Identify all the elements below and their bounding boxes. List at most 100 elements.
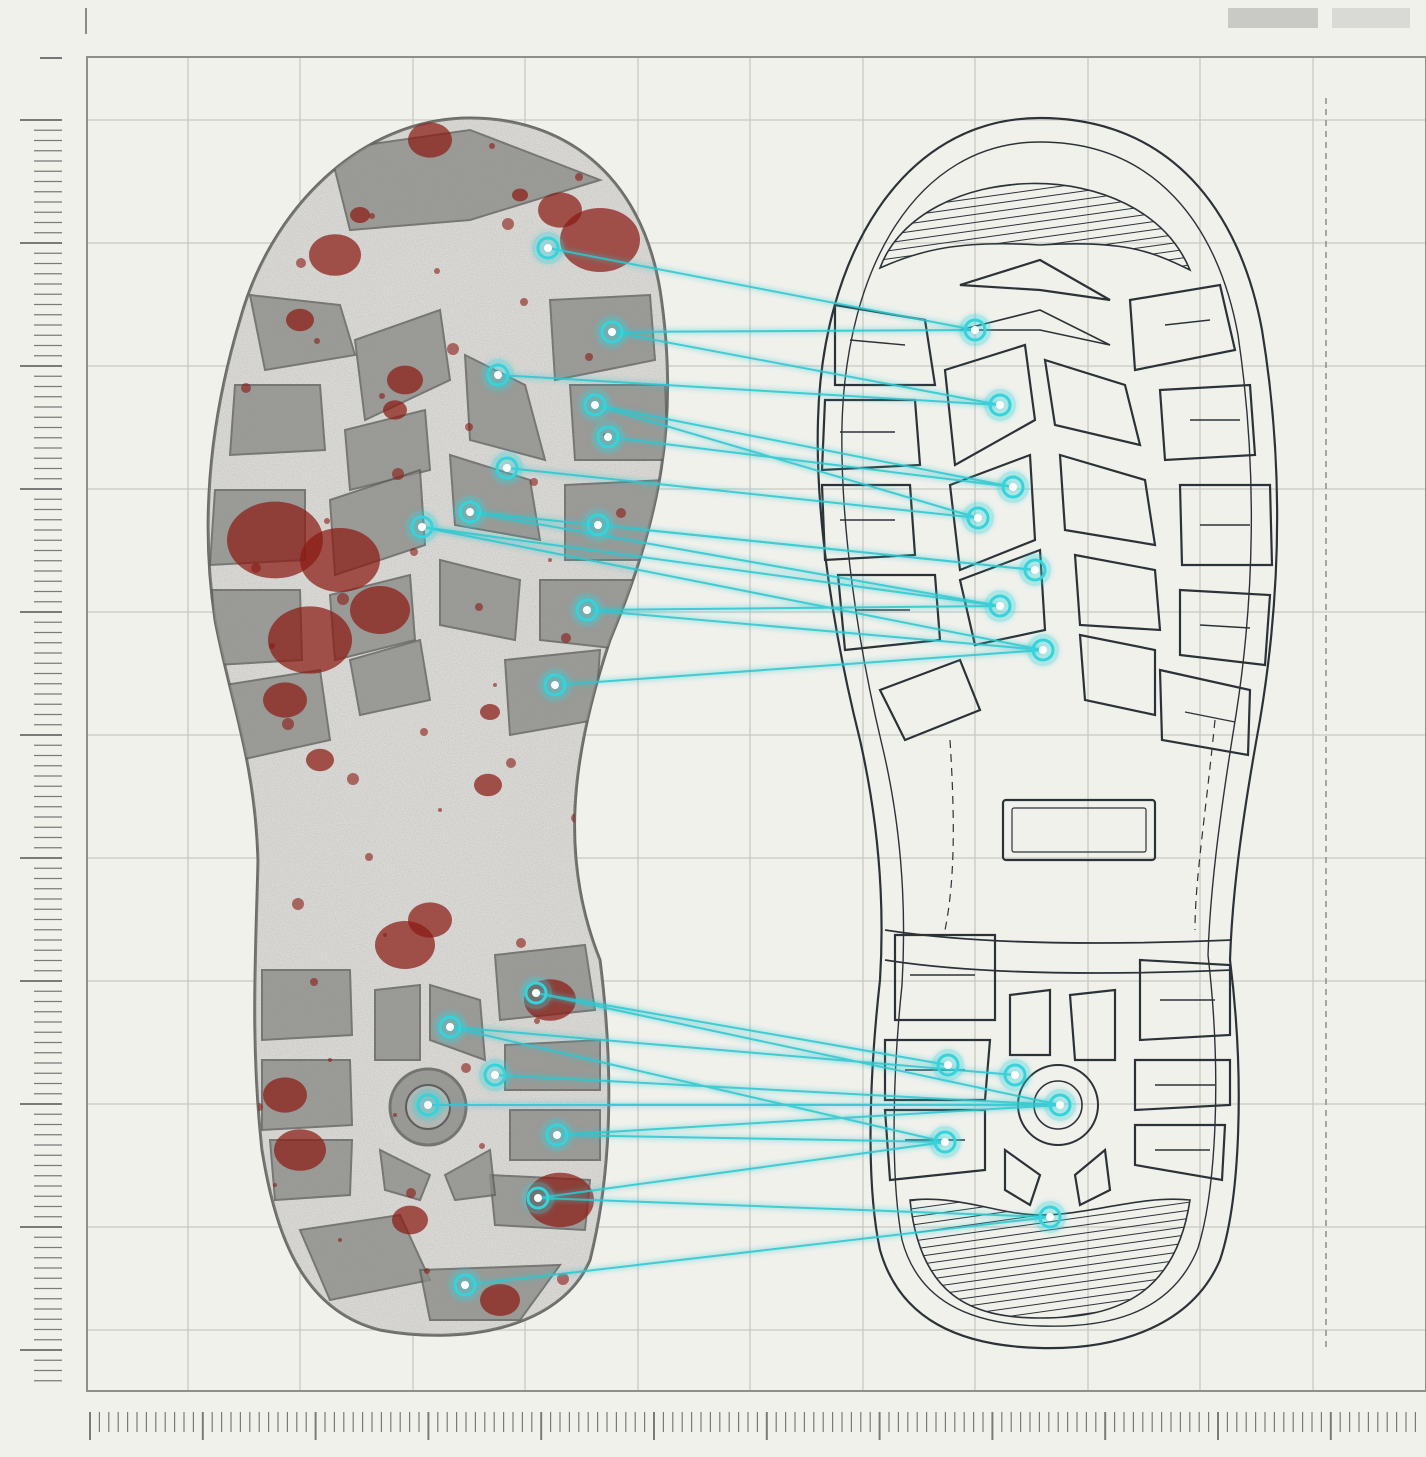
tread-lug	[1010, 990, 1050, 1055]
blood-speck	[626, 688, 636, 698]
blood-speck	[561, 633, 571, 643]
tread-lug	[1075, 1150, 1110, 1205]
blood-speck	[282, 718, 294, 730]
blood-speck	[506, 758, 516, 768]
blood-speck	[475, 603, 483, 611]
blood-speck	[461, 1063, 471, 1073]
circle-node-icon-center	[446, 1023, 454, 1031]
circle-node-icon-center	[604, 433, 612, 441]
blood-speck	[520, 298, 528, 306]
blood-speck	[269, 643, 275, 649]
blood-speck	[365, 853, 373, 861]
blood-speck	[534, 1018, 540, 1024]
blood-speck	[351, 133, 361, 143]
toe-hatch-area	[880, 183, 1190, 270]
tread-lug	[505, 1040, 600, 1090]
blood-speck	[292, 898, 304, 910]
blood-speck	[630, 1228, 638, 1236]
blood-spot	[408, 902, 452, 937]
blood-speck	[502, 218, 514, 230]
blood-spot	[480, 704, 500, 720]
blood-speck	[337, 593, 349, 605]
circle-node-icon-center	[461, 1281, 469, 1289]
circle-node-icon-center	[1046, 1213, 1054, 1221]
blood-speck	[530, 478, 538, 486]
circle-node-icon-center	[1039, 646, 1047, 654]
blood-speck	[406, 1188, 416, 1198]
match-line	[555, 650, 1043, 685]
circle-node-icon-center	[553, 1131, 561, 1139]
blood-spot	[263, 682, 307, 717]
blood-spot	[474, 774, 502, 796]
header-tab-b[interactable]	[1332, 8, 1410, 28]
tread-lug	[895, 935, 995, 1020]
blood-speck	[447, 343, 459, 355]
crime-scene-shoeprint	[200, 110, 680, 1350]
circle-node-icon-center	[944, 1061, 952, 1069]
tread-lug	[1160, 385, 1255, 460]
blood-speck	[383, 933, 387, 937]
lug-notch	[1185, 712, 1235, 722]
circle-node-icon-center	[544, 244, 552, 252]
circle-node-icon-center	[608, 328, 616, 336]
blood-speck	[393, 1113, 397, 1117]
reference-tread-lugs	[822, 260, 1272, 1205]
circle-node-icon-center	[591, 401, 599, 409]
blood-speck	[273, 1183, 277, 1187]
lug-notch	[850, 340, 905, 345]
tread-lug	[262, 970, 352, 1040]
blood-spot	[350, 586, 410, 634]
blood-spot	[274, 1129, 326, 1171]
blood-speck	[602, 968, 614, 980]
circle-node-icon-center	[594, 521, 602, 529]
tread-lug	[1080, 635, 1155, 715]
lug-notch	[1165, 320, 1210, 325]
blood-spot	[383, 400, 407, 419]
blood-speck	[516, 938, 526, 948]
tread-lug	[1180, 590, 1270, 665]
circle-node-icon-center	[503, 464, 511, 472]
blood-spot	[392, 1206, 428, 1235]
heel-breast-line	[885, 930, 1232, 973]
blood-spot	[512, 189, 528, 202]
blood-speck	[612, 1148, 624, 1160]
reference-outsole-drawing	[818, 118, 1278, 1348]
blood-speck	[410, 548, 418, 556]
tread-lug	[1060, 455, 1155, 545]
blood-speck	[420, 728, 428, 736]
circle-node-icon-center	[418, 523, 426, 531]
circle-node-icon-center	[971, 326, 979, 334]
blood-spot	[309, 234, 361, 276]
blood-spot	[408, 122, 452, 157]
reference-match-points	[929, 314, 1076, 1233]
blood-speck	[227, 843, 239, 855]
circle-node-icon-center	[1056, 1101, 1064, 1109]
blood-speck	[548, 558, 552, 562]
blood-speck	[379, 393, 385, 399]
circle-node-icon-center	[1031, 566, 1039, 574]
outsole-outline	[818, 118, 1278, 1348]
blood-speck	[575, 173, 583, 181]
circle-node-icon-center	[466, 508, 474, 516]
tread-lug	[230, 385, 325, 455]
tread-lug	[1070, 990, 1115, 1060]
blood-speck	[296, 258, 306, 268]
blood-speck	[310, 978, 318, 986]
circle-node-icon-center	[1011, 1071, 1019, 1079]
match-line	[598, 525, 1035, 570]
tread-lug	[375, 985, 420, 1060]
header-tab-a[interactable]	[1228, 8, 1318, 28]
match-line	[536, 993, 1060, 1105]
lug-notch	[1200, 625, 1250, 628]
top-ruler-tick	[85, 8, 87, 34]
blood-speck	[585, 353, 593, 361]
blood-speck	[369, 213, 375, 219]
tread-lug	[880, 660, 980, 740]
blood-speck	[489, 143, 495, 149]
blood-speck	[237, 1023, 249, 1035]
blood-speck	[589, 893, 595, 899]
circle-node-icon-center	[996, 401, 1004, 409]
blood-spot	[480, 1284, 520, 1316]
blood-speck	[392, 468, 404, 480]
